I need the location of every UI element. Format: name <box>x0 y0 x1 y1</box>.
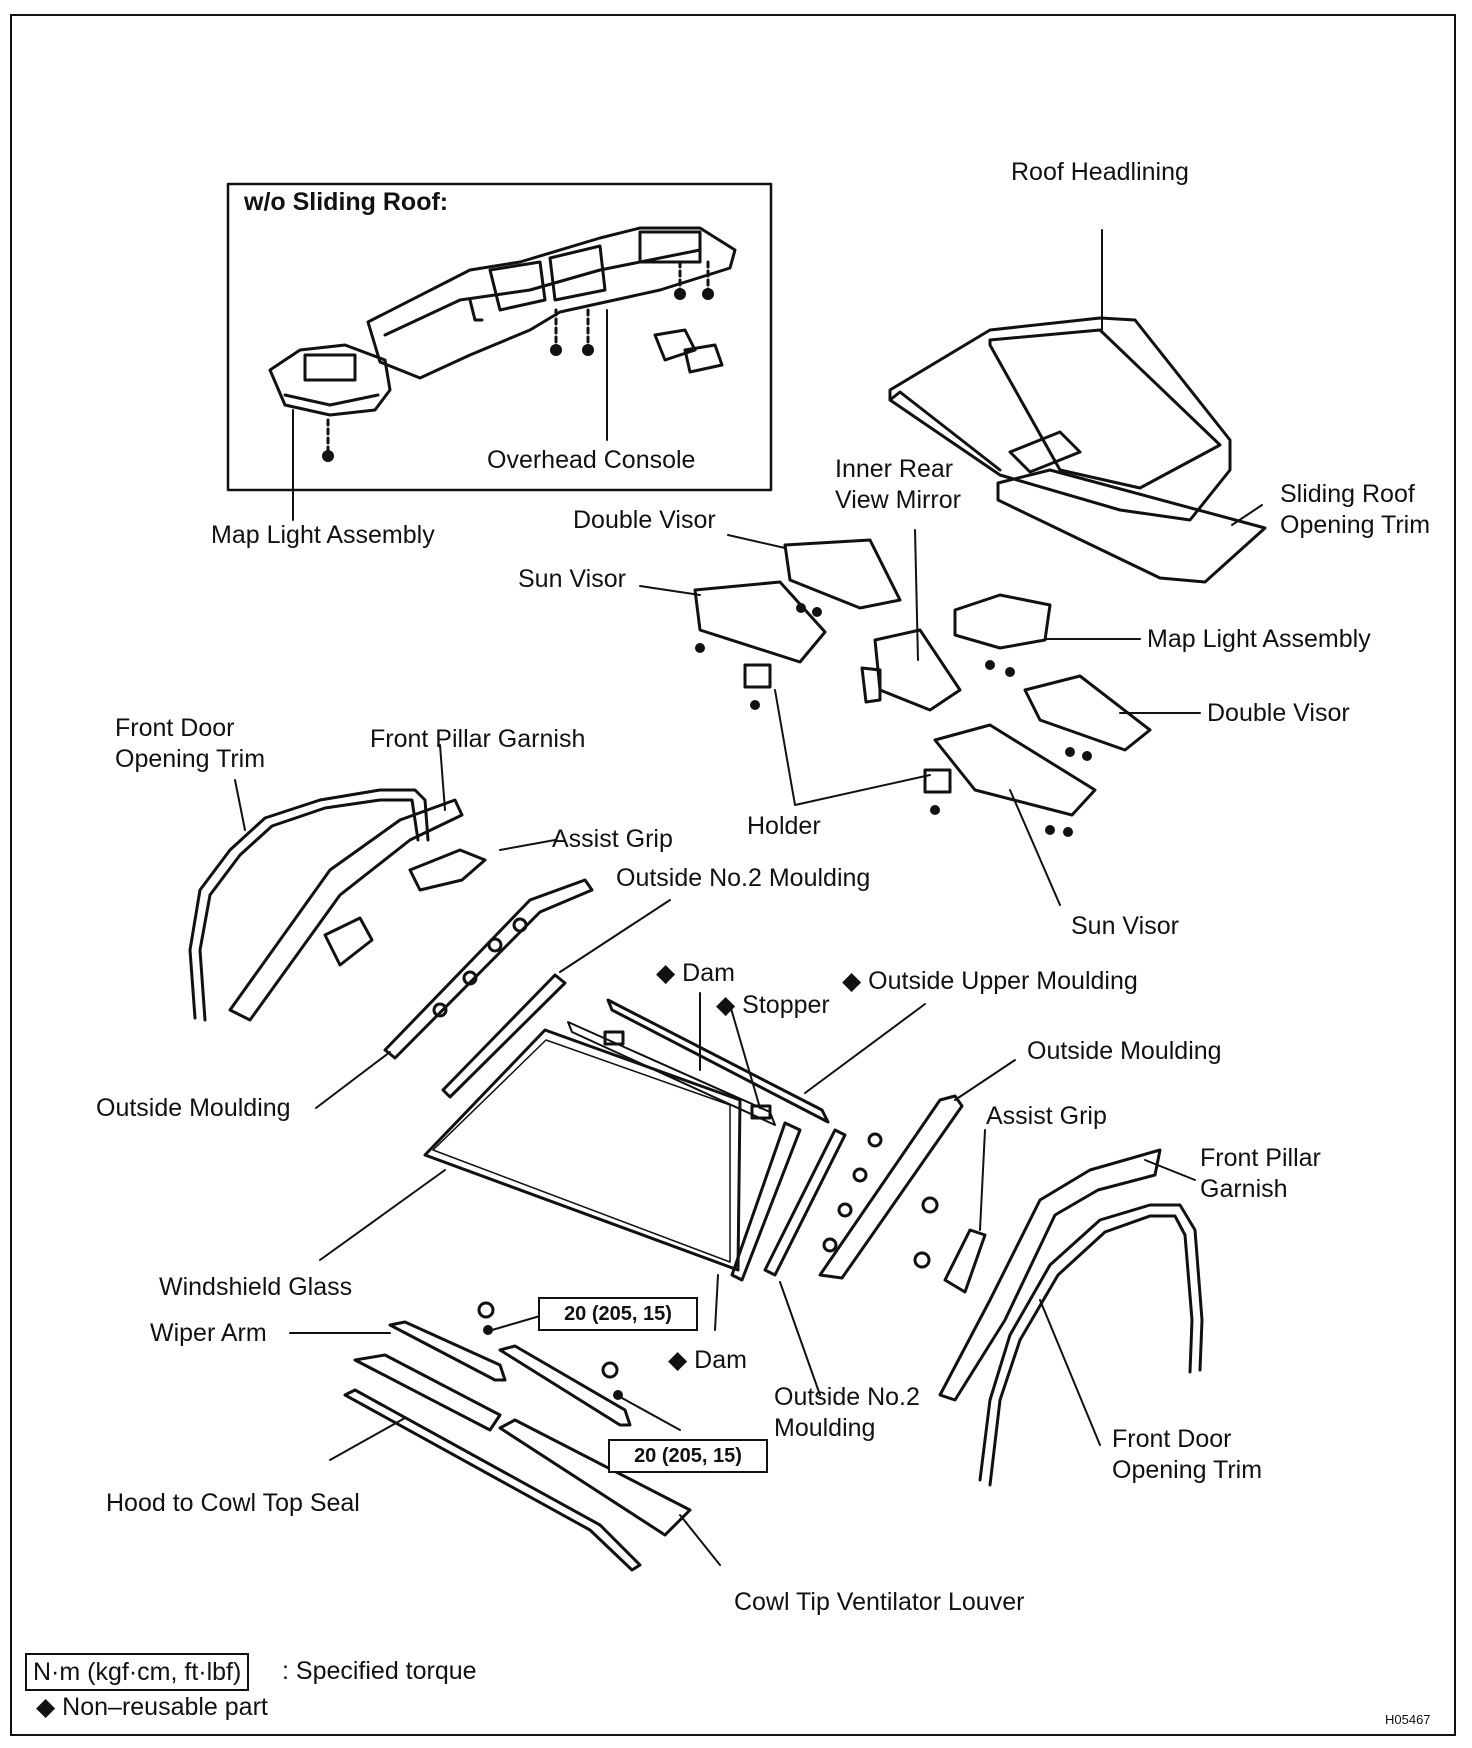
label-map-light-assembly-2: Map Light Assembly <box>1147 625 1371 653</box>
sun-visor-1-drawing <box>693 580 827 664</box>
legend-torque-desc: : Specified torque <box>282 1657 477 1685</box>
label-sun-visor-1: Sun Visor <box>518 565 626 593</box>
label-front-door-opening-trim-l1: Front Door <box>115 714 235 742</box>
label-assist-grip-2: Assist Grip <box>986 1102 1107 1130</box>
label-front-pillar-garnish-1: Front Pillar Garnish <box>370 725 586 753</box>
double-visor-2-drawing <box>1023 674 1152 752</box>
label-wiper-arm: Wiper Arm <box>150 1319 267 1347</box>
label-double-visor-1: Double Visor <box>573 506 716 534</box>
torque-spec-1: 20 (205, 15) <box>538 1297 698 1331</box>
inner-rear-view-mirror-drawing <box>860 628 962 712</box>
label-outside-upper-moulding: ◆ Outside Upper Moulding <box>842 967 1138 995</box>
outside-no2-moulding-left-drawing <box>441 973 567 1099</box>
label-overhead-console: Overhead Console <box>487 446 696 474</box>
label-sliding-roof-1: Sliding Roof <box>1280 480 1415 508</box>
assist-grip-left-1 <box>408 848 487 892</box>
front-pillar-garnish-left-drawing <box>228 798 464 1022</box>
inset-screws <box>326 260 710 452</box>
label-outside-no2-moulding-2a: Outside No.2 <box>774 1383 920 1411</box>
front-pillar-garnish-right-drawing <box>938 1148 1162 1402</box>
label-stopper: ◆ Stopper <box>716 991 830 1019</box>
dam-side-drawing <box>730 1121 802 1282</box>
assist-grip-left-2 <box>323 916 374 967</box>
label-outside-no2-moulding-2b: Moulding <box>774 1414 876 1442</box>
wiper-arm-left-drawing <box>388 1320 507 1382</box>
outside-no2-moulding-right-drawing <box>763 1128 847 1277</box>
diagram-frame <box>10 14 1456 1736</box>
legend-nonreusable: ◆ Non–reusable part <box>36 1693 268 1721</box>
label-roof-headlining: Roof Headlining <box>1011 158 1189 186</box>
outside-moulding-left-drawing <box>383 878 594 1060</box>
outside-moulding-right-drawing <box>818 1094 964 1280</box>
label-sun-visor-2: Sun Visor <box>1071 912 1179 940</box>
dam-upper-drawing <box>567 1021 776 1126</box>
front-door-opening-trim-right-drawing <box>978 1203 1204 1482</box>
label-front-door-opening-trim-r2: Opening Trim <box>1112 1456 1263 1484</box>
windshield-glass-drawing <box>423 1028 742 1272</box>
legend-torque-unit: N·m (kgf·cm, ft·lbf) <box>25 1653 250 1691</box>
sliding-roof-trim-drawing <box>996 468 1267 584</box>
label-sliding-roof-2: Opening Trim <box>1280 511 1431 539</box>
torque-spec-2: 20 (205, 15) <box>608 1439 768 1473</box>
label-dam-2: ◆ Dam <box>668 1346 747 1374</box>
label-cowl-tip-ventilator-louver: Cowl Tip Ventilator Louver <box>734 1588 1025 1616</box>
inset-box <box>226 182 773 492</box>
wiper-arm-right-drawing <box>498 1344 632 1427</box>
label-double-visor-2: Double Visor <box>1207 699 1350 727</box>
label-front-door-opening-trim-l2: Opening Trim <box>115 745 266 773</box>
figure-id: H05467 <box>1385 1712 1431 1727</box>
inset-title: w/o Sliding Roof: <box>244 188 449 216</box>
label-dam-1: ◆ Dam <box>656 959 735 987</box>
label-front-door-opening-trim-r1: Front Door <box>1112 1425 1232 1453</box>
label-windshield-glass: Windshield Glass <box>159 1273 353 1301</box>
label-outside-moulding-2: Outside Moulding <box>1027 1037 1222 1065</box>
label-assist-grip-1: Assist Grip <box>552 825 673 853</box>
sun-visor-2-drawing <box>933 723 1097 817</box>
inset-map-light-drawing <box>268 343 392 417</box>
label-outside-no2-moulding-1: Outside No.2 Moulding <box>616 864 871 892</box>
front-door-opening-trim-left-drawing <box>188 788 430 1020</box>
label-front-pillar-garnish-2a: Front Pillar <box>1200 1144 1321 1172</box>
label-inner-rear-view-mirror-1: Inner Rear <box>835 455 954 483</box>
label-map-light-assembly-1: Map Light Assembly <box>211 521 435 549</box>
overhead-console-drawing <box>366 226 737 380</box>
label-front-pillar-garnish-2b: Garnish <box>1200 1175 1288 1203</box>
double-visor-1-drawing <box>783 538 902 610</box>
label-inner-rear-view-mirror-2: View Mirror <box>835 486 961 514</box>
map-light-2-drawing <box>953 593 1052 650</box>
hood-to-cowl-seal-drawing <box>343 1388 642 1572</box>
assist-grip-right-drawing <box>943 1228 987 1294</box>
roof-headlining-drawing <box>888 316 1232 522</box>
label-holder: Holder <box>747 812 821 840</box>
cowl-louver-left-drawing <box>353 1353 502 1432</box>
label-outside-moulding-1: Outside Moulding <box>96 1094 291 1122</box>
label-hood-to-cowl-top-seal: Hood to Cowl Top Seal <box>106 1489 360 1517</box>
cowl-louver-right-drawing <box>498 1418 692 1537</box>
